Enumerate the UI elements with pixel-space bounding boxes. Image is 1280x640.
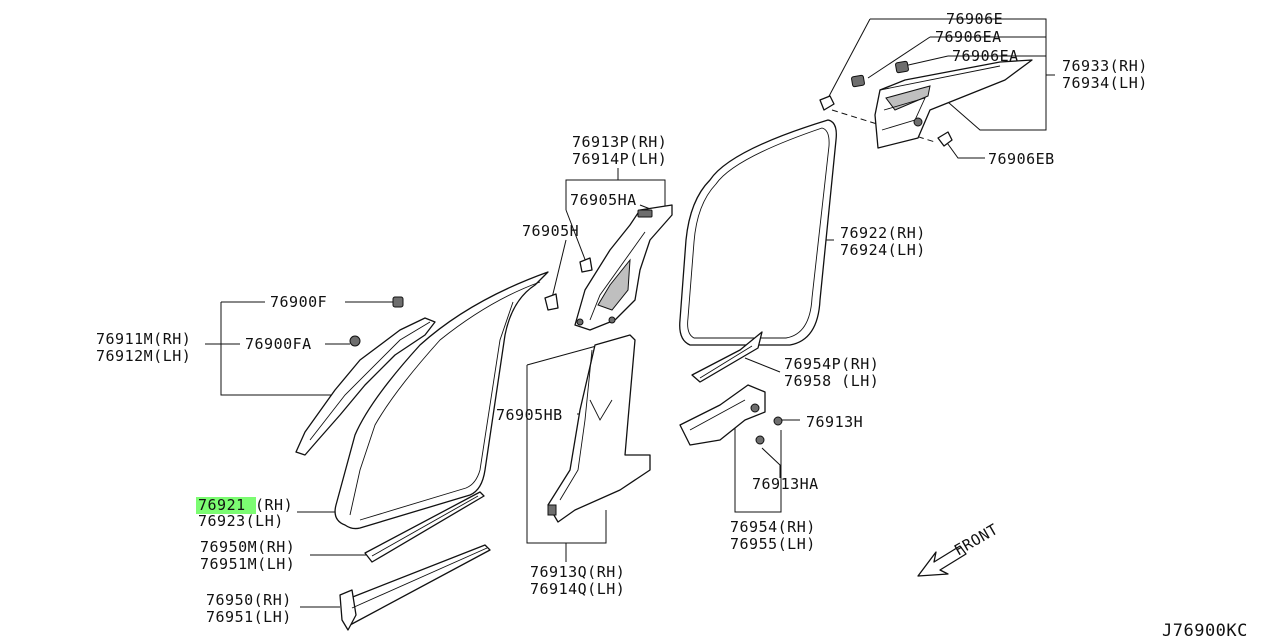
label-76924-lh: 76924(LH) (840, 241, 926, 259)
label-76958-lh: 76958 (LH) (784, 372, 879, 390)
label-76954p-rh: 76954P(RH) (784, 355, 879, 373)
labels: 76906E 76906EA 76906EA 76933(RH) 76934(L… (96, 10, 1248, 640)
rear-door-weatherstrip (679, 119, 837, 346)
clip-76906ea-1 (851, 74, 865, 88)
label-76950m-rh: 76950M(RH) (200, 538, 295, 556)
label-76933-rh: 76933(RH) (1062, 57, 1148, 75)
rear-quarter-trim (874, 59, 1033, 149)
front-arrow-icon (917, 545, 967, 577)
label-76906e: 76906E (946, 10, 1003, 28)
label-76951-lh: 76951(LH) (206, 608, 292, 626)
label-76911m-rh: 76911M(RH) (96, 330, 191, 348)
label-76913p-rh: 76913P(RH) (572, 133, 667, 151)
label-76921: 76921 (198, 496, 246, 514)
front-door-weatherstrip (334, 271, 549, 530)
highlight-box (196, 497, 256, 514)
label-76906eb: 76906EB (988, 150, 1055, 168)
label-76950-rh: 76950(RH) (206, 591, 292, 609)
label-76921-rh: (RH) (255, 496, 293, 514)
label-76922-rh: 76922(RH) (840, 224, 926, 242)
label-76923-lh: 76923(LH) (198, 512, 284, 530)
clip-76900f (392, 296, 404, 308)
b-pillar-lower-trim (547, 334, 651, 523)
clip-76913ha (755, 435, 765, 445)
label-76954-rh: 76954(RH) (730, 518, 816, 536)
a-pillar-garnish (295, 317, 436, 456)
rear-kick-plate-inner (691, 331, 763, 383)
clip-76906e (819, 95, 835, 111)
label-76951m-lh: 76951M(LH) (200, 555, 295, 573)
clip-76905h (544, 257, 593, 311)
label-76934-lh: 76934(LH) (1062, 74, 1148, 92)
label-76900f: 76900F (270, 293, 327, 311)
clip-76906ea-2 (895, 60, 909, 74)
label-76955-lh: 76955(LH) (730, 535, 816, 553)
rear-kick-plate (679, 384, 766, 446)
b-pillar-upper-trim (574, 204, 673, 331)
label-76905ha: 76905HA (570, 191, 637, 209)
diagram-code: J76900KC (1162, 621, 1248, 640)
clip-76913h (773, 416, 783, 426)
label-76913q-rh: 76913Q(RH) (530, 563, 625, 581)
label-76913h: 76913H (806, 413, 863, 431)
front-kick-plate-inner (364, 491, 485, 563)
label-76906ea-2: 76906EA (952, 47, 1019, 65)
label-76900fa: 76900FA (245, 335, 312, 353)
clip-76906eb (937, 131, 953, 147)
label-76913ha: 76913HA (752, 475, 819, 493)
label-76905h: 76905H (522, 222, 579, 240)
label-76906ea-1: 76906EA (935, 28, 1002, 46)
clip-76905ha (637, 209, 653, 218)
front-label: FRONT (951, 520, 1001, 559)
label-76905hb: 76905HB (496, 406, 563, 424)
label-76914p-lh: 76914P(LH) (572, 150, 667, 168)
label-76912m-lh: 76912M(LH) (96, 347, 191, 365)
front-kick-plate (339, 544, 491, 631)
label-76914q-lh: 76914Q(LH) (530, 580, 625, 598)
clip-76900fa (349, 335, 361, 347)
